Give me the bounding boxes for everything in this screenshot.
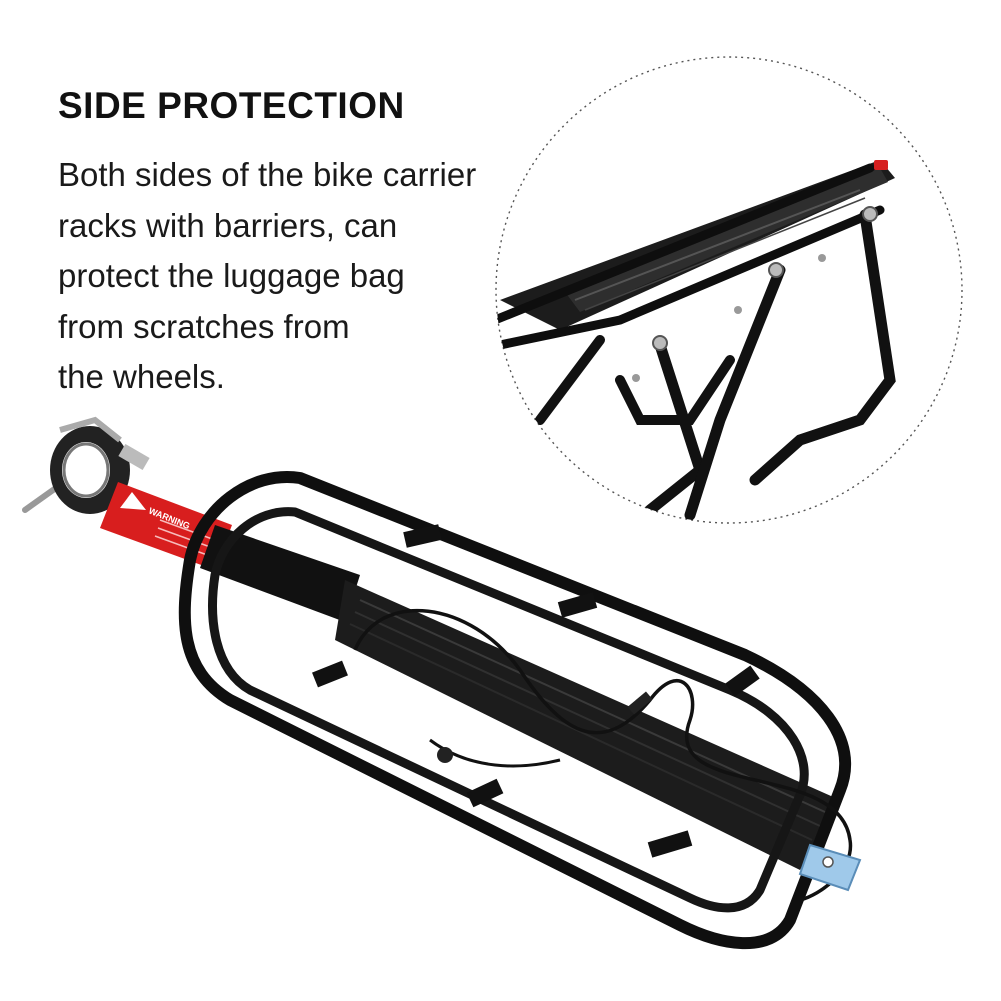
headline: SIDE PROTECTION: [58, 85, 405, 126]
seatpost-clamp: [22, 416, 150, 514]
rack-cable: [353, 608, 853, 902]
description-line-4: from scratches from: [58, 307, 350, 345]
description-line-2: racks with barriers, can: [58, 206, 398, 244]
mount-bracket: [798, 843, 862, 892]
rack-inner-frame: [208, 507, 809, 913]
rack-outer-frame: [178, 470, 851, 950]
description-line-3: protect the luggage bag: [58, 257, 405, 294]
description-line-1: Both sides of the bike carrier: [58, 156, 477, 193]
description: Both sides of the bike carrier racks wit…: [58, 150, 508, 403]
inset-rack-closeup: [496, 160, 896, 521]
description-line-5: the wheels.: [58, 358, 225, 395]
rack-platform: [335, 580, 840, 870]
